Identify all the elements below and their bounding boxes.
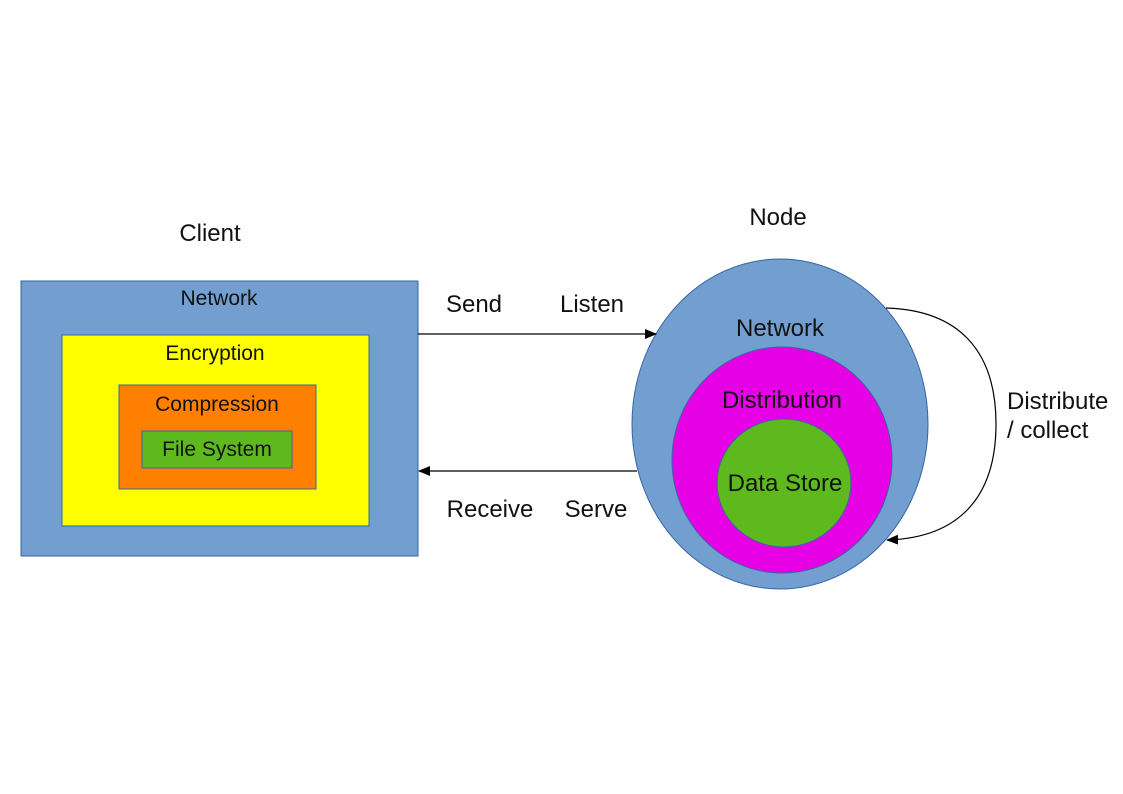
client-network-label: Network bbox=[180, 287, 258, 310]
send-label: Send bbox=[446, 291, 502, 318]
node-title: Node bbox=[749, 204, 806, 231]
receive-label: Receive bbox=[447, 496, 534, 523]
client-encryption-label: Encryption bbox=[165, 342, 264, 365]
client-compression-label: Compression bbox=[155, 393, 279, 416]
node-network-label: Network bbox=[736, 315, 825, 342]
client-file-system-layer bbox=[141, 430, 293, 469]
distribute-label: Distribute bbox=[1007, 388, 1108, 415]
collect-label: / collect bbox=[1007, 417, 1089, 444]
node-data-store-label: Data Store bbox=[728, 470, 843, 497]
distribute-collect-loop-arrow bbox=[885, 307, 997, 545]
client-file-system-label: File System bbox=[162, 438, 272, 461]
client-title: Client bbox=[179, 220, 241, 247]
listen-label: Listen bbox=[560, 291, 624, 318]
node-stack: Network Distribution Data Store bbox=[631, 258, 929, 590]
client-stack: Network Encryption Compression File Syst… bbox=[20, 280, 419, 557]
node-data-store-layer bbox=[716, 418, 852, 548]
node-distribution-label: Distribution bbox=[722, 387, 842, 414]
serve-label: Serve bbox=[565, 496, 628, 523]
